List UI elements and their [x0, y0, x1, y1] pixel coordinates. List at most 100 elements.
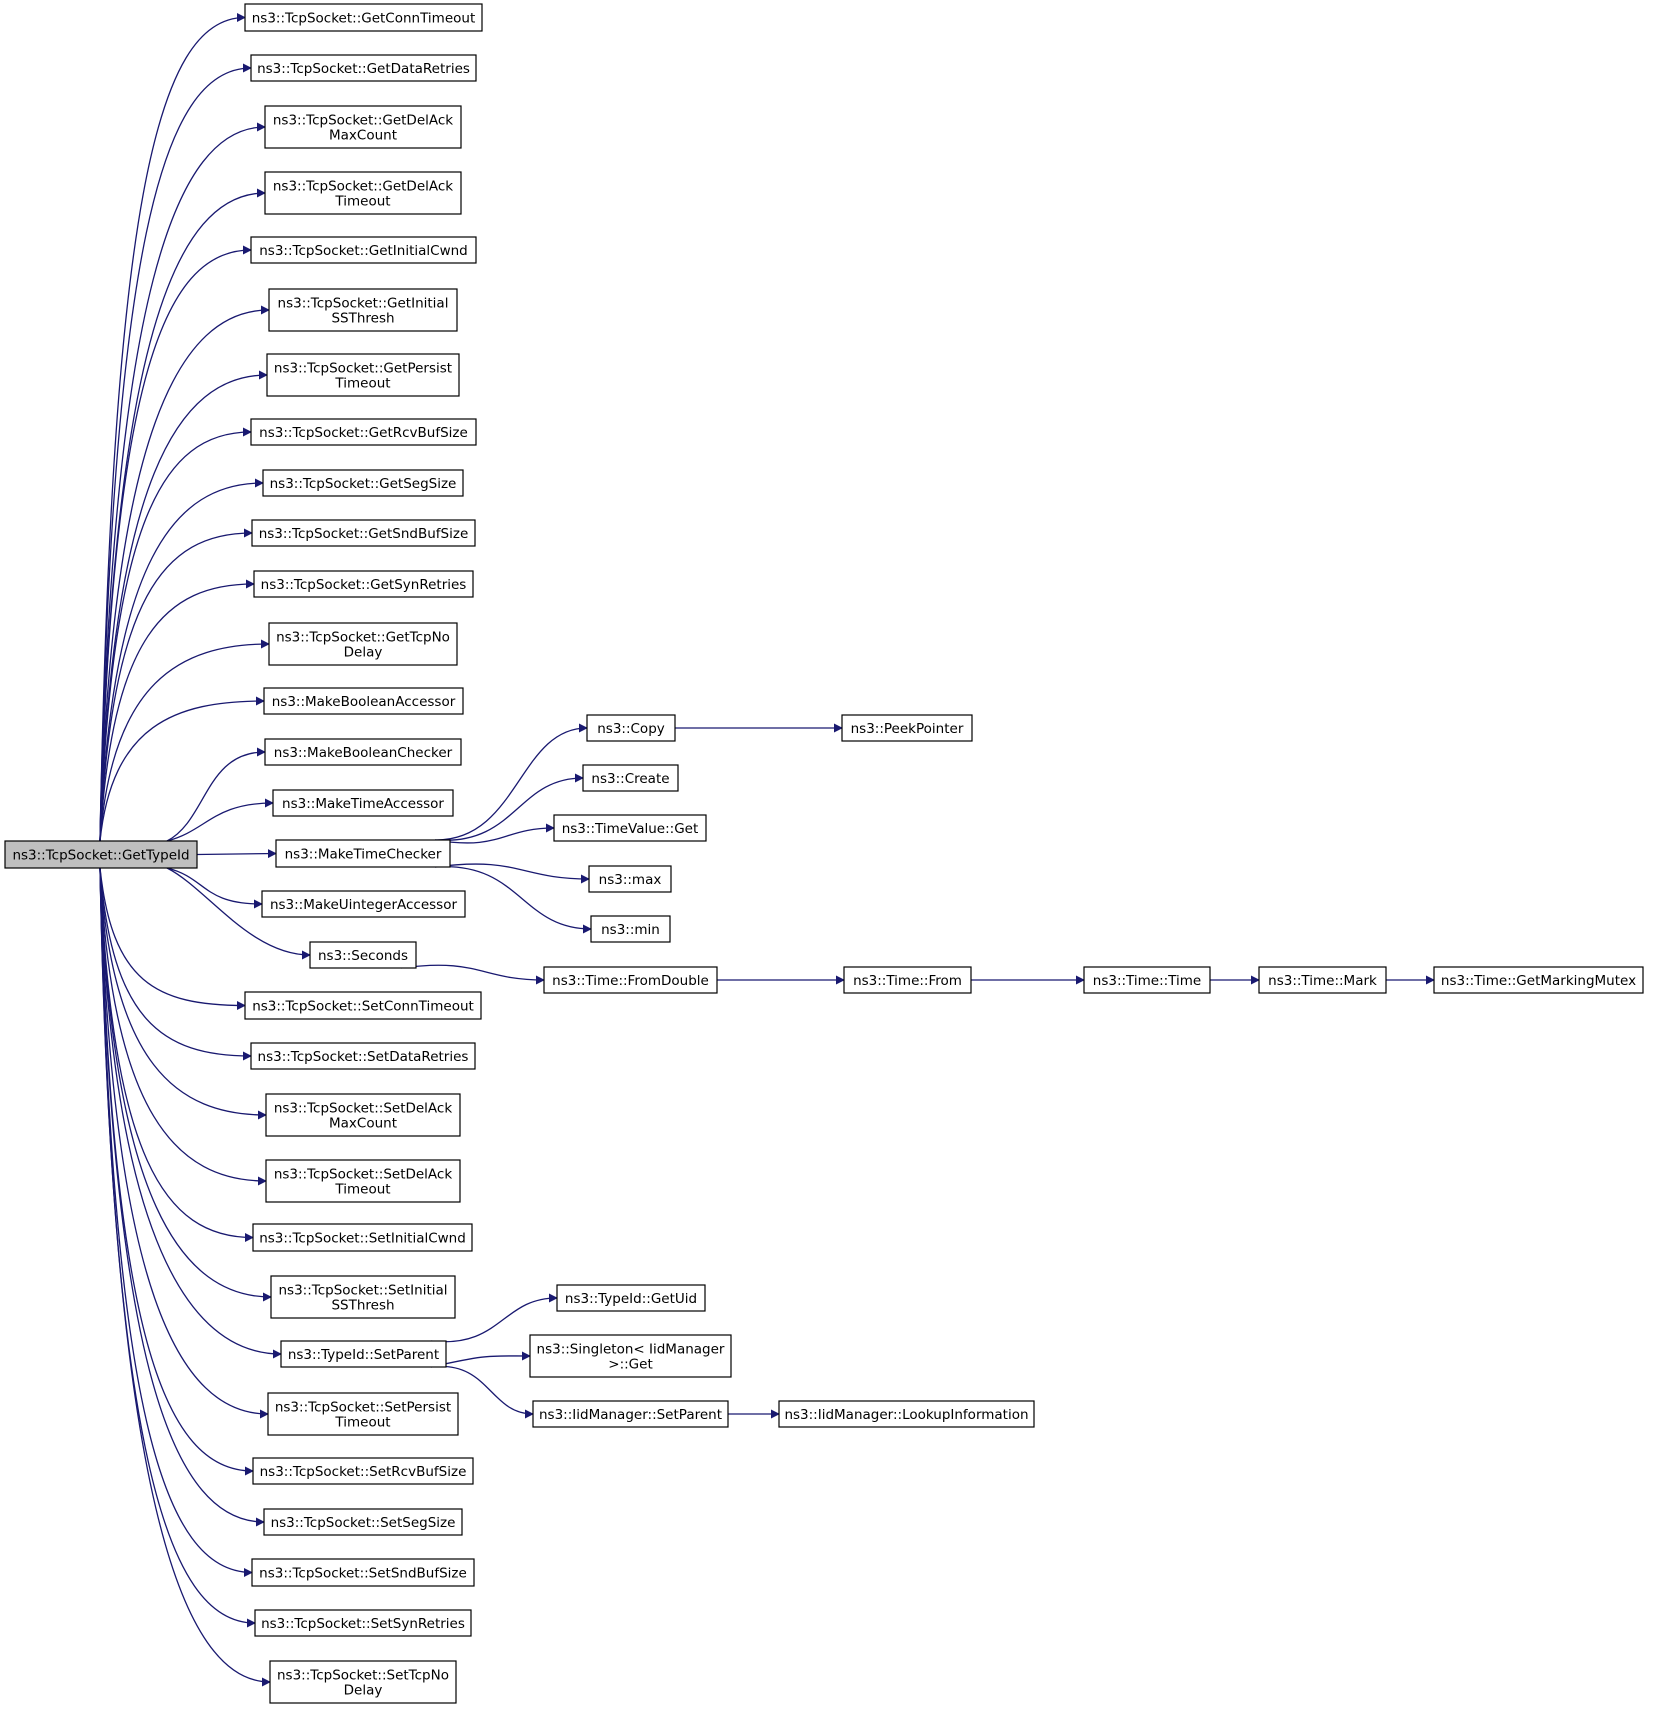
node-ns3-time-getmarkingmutex[interactable]: ns3::Time::GetMarkingMutex: [1433, 966, 1644, 994]
node-ns3-makebooleanaccessor[interactable]: ns3::MakeBooleanAccessor: [263, 687, 464, 715]
node-label: ns3::TcpSocket::SetSegSize: [271, 1515, 456, 1531]
node-ns3-tcpsocket-setconntimeout[interactable]: ns3::TcpSocket::SetConnTimeout: [244, 991, 482, 1020]
node-ns3-iidmanager-setparent[interactable]: ns3::IidManager::SetParent: [532, 1400, 729, 1428]
node-ns3-makebooleanchecker[interactable]: ns3::MakeBooleanChecker: [264, 738, 462, 766]
node-label: MaxCount: [329, 128, 397, 144]
node-ns3-tcpsocket-gettypeid[interactable]: ns3::TcpSocket::GetTypeId: [4, 840, 198, 869]
edge-root-to-n20: [99, 867, 252, 1061]
edge-root-to-n22: [99, 867, 267, 1186]
node-label: ns3::TcpSocket::SetRcvBufSize: [260, 1464, 467, 1480]
node-ns3-tcpsocket-getsndbufsize[interactable]: ns3::TcpSocket::GetSndBufSize: [251, 519, 476, 547]
node-label: ns3::PeekPointer: [851, 721, 964, 737]
node-label: ns3::TcpSocket::GetSegSize: [270, 476, 457, 492]
edge-n18-to-s1: [400, 964, 545, 985]
edge-n25-to-p2: [430, 1351, 531, 1368]
node-box: [253, 570, 474, 598]
node-label: ns3::MakeUintegerAccessor: [270, 897, 458, 913]
node-label: ns3::Time::Time: [1093, 973, 1201, 989]
edge-root-to-n25: [99, 867, 282, 1359]
edge-n25-to-p1: [430, 1293, 558, 1343]
node-ns3-time-time[interactable]: ns3::Time::Time: [1083, 966, 1211, 994]
node-ns3-maketimeaccessor[interactable]: ns3::MakeTimeAccessor: [272, 789, 454, 817]
node-label: ns3::max: [599, 872, 662, 888]
node-box: [264, 738, 462, 766]
node-box: [252, 1223, 473, 1252]
node-ns3-tcpsocket-getconntimeout[interactable]: ns3::TcpSocket::GetConnTimeout: [244, 3, 483, 32]
node-label: ns3::TcpSocket::SetDelAck: [274, 1101, 453, 1117]
node-ns3-singleton-iidmanager-get[interactable]: ns3::Singleton< IidManager >::Get: [529, 1334, 732, 1378]
edge-root-to-n12: [99, 639, 270, 842]
node-label: ns3::Time::GetMarkingMutex: [1441, 973, 1636, 989]
node-ns3-time-fromdouble[interactable]: ns3::Time::FromDouble: [543, 966, 718, 994]
node-ns3-max[interactable]: ns3::max: [588, 865, 672, 893]
node-label: ns3::TcpSocket::GetInitial: [278, 296, 449, 312]
node-label: ns3::Copy: [597, 721, 665, 737]
node-label: ns3::TcpSocket::SetSynRetries: [261, 1616, 465, 1632]
node-label: ns3::Time::From: [853, 973, 962, 989]
node-box: [265, 1093, 461, 1137]
node-ns3-tcpsocket-setsndbufsize[interactable]: ns3::TcpSocket::SetSndBufSize: [251, 1558, 475, 1587]
node-ns3-typeid-getuid[interactable]: ns3::TypeId::GetUid: [556, 1284, 706, 1312]
node-ns3-typeid-setparent[interactable]: ns3::TypeId::SetParent: [280, 1340, 447, 1368]
node-label: ns3::Singleton< IidManager: [537, 1342, 725, 1358]
node-box: [1083, 966, 1211, 994]
node-ns3-tcpsocket-getsynretries[interactable]: ns3::TcpSocket::GetSynRetries: [253, 570, 474, 598]
node-label: ns3::TcpSocket::SetSndBufSize: [259, 1566, 467, 1582]
node-label: ns3::TcpSocket::GetDelAck: [273, 113, 453, 129]
node-ns3-iidmanager-lookupinformation[interactable]: ns3::IidManager::LookupInformation: [778, 1400, 1035, 1428]
node-box: [250, 236, 477, 264]
node-box: [266, 353, 460, 397]
node-ns3-maketimechecker[interactable]: ns3::MakeTimeChecker: [275, 839, 451, 868]
node-ns3-makeuintegeraccessor[interactable]: ns3::MakeUintegerAccessor: [261, 890, 466, 918]
node-label: Timeout: [334, 194, 390, 210]
node-label: MaxCount: [329, 1116, 397, 1132]
node-label: ns3::TcpSocket::SetConnTimeout: [252, 999, 474, 1015]
node-ns3-tcpsocket-getinitialcwnd[interactable]: ns3::TcpSocket::GetInitialCwnd: [250, 236, 477, 264]
node-label: ns3::MakeTimeChecker: [285, 847, 442, 863]
edge-root-to-n27: [99, 867, 254, 1476]
node-ns3-timevalue-get[interactable]: ns3::TimeValue::Get: [553, 814, 707, 842]
node-ns3-min[interactable]: ns3::min: [590, 915, 671, 943]
node-ns3-tcpsocket-getsegsize[interactable]: ns3::TcpSocket::GetSegSize: [262, 469, 464, 497]
node-label: ns3::Seconds: [318, 948, 408, 964]
node-box: [251, 519, 476, 547]
node-box: [250, 54, 477, 82]
node-label: Delay: [344, 1683, 383, 1699]
node-ns3-tcpsocket-getdataretries[interactable]: ns3::TcpSocket::GetDataRetries: [250, 54, 477, 82]
node-ns3-tcpsocket-setinitialcwnd[interactable]: ns3::TcpSocket::SetInitialCwnd: [252, 1223, 473, 1252]
node-ns3-time-from[interactable]: ns3::Time::From: [843, 966, 972, 994]
node-ns3-copy[interactable]: ns3::Copy: [586, 714, 676, 742]
node-label: ns3::TcpSocket::GetDataRetries: [257, 61, 470, 77]
node-ns3-tcpsocket-setrcvbufsize[interactable]: ns3::TcpSocket::SetRcvBufSize: [252, 1457, 474, 1485]
edge-root-to-n5: [99, 245, 252, 842]
node-box: [251, 1558, 475, 1587]
node-ns3-time-mark[interactable]: ns3::Time::Mark: [1258, 966, 1387, 994]
node-label: ns3::MakeBooleanChecker: [274, 745, 453, 761]
node-ns3-tcpsocket-setsegsize[interactable]: ns3::TcpSocket::SetSegSize: [263, 1508, 463, 1536]
node-ns3-tcpsocket-setsynretries[interactable]: ns3::TcpSocket::SetSynRetries: [254, 1609, 472, 1637]
node-ns3-create[interactable]: ns3::Create: [582, 764, 679, 792]
edges-layer: [99, 13, 1435, 1687]
node-ns3-seconds[interactable]: ns3::Seconds: [309, 941, 417, 969]
node-ns3-peekpointer[interactable]: ns3::PeekPointer: [841, 714, 973, 742]
node-ns3-tcpsocket-getrcvbufsize[interactable]: ns3::TcpSocket::GetRcvBufSize: [250, 418, 477, 446]
node-label: ns3::Time::FromDouble: [552, 973, 709, 989]
node-box: [261, 890, 466, 918]
edge-root-to-n15: [166, 798, 274, 842]
node-ns3-tcpsocket-setdataretries[interactable]: ns3::TcpSocket::SetDataRetries: [250, 1042, 476, 1070]
node-box: [268, 288, 458, 332]
node-box: [244, 3, 483, 32]
node-box: [532, 1400, 729, 1428]
node-box: [272, 789, 454, 817]
